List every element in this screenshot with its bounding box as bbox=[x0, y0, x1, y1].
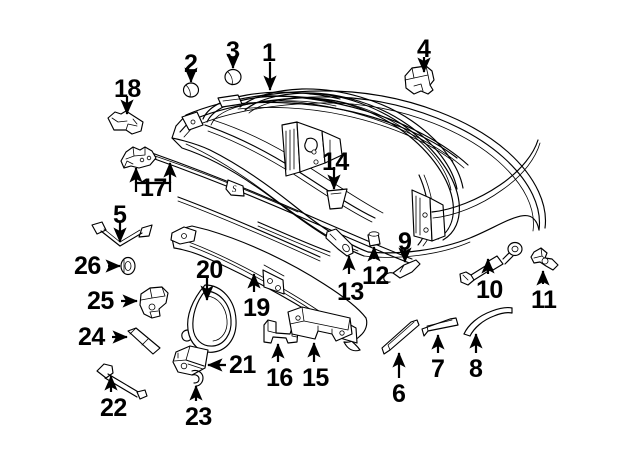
callout-label-3: 3 bbox=[226, 37, 240, 65]
callout-label-26: 26 bbox=[74, 252, 101, 280]
part-15-center-latch-housing bbox=[287, 306, 353, 342]
callout-label-16: 16 bbox=[266, 364, 293, 392]
callout-label-18: 18 bbox=[114, 75, 141, 103]
part-21-pivot-mounting-bracket bbox=[172, 345, 209, 376]
callout-label-5: 5 bbox=[113, 201, 127, 229]
svg-text:S: S bbox=[232, 184, 237, 194]
right-side-pivot-bracket bbox=[411, 174, 446, 247]
callout-label-14: 14 bbox=[322, 148, 349, 176]
part-12-bushing-sleeve bbox=[367, 231, 381, 247]
callout-label-22: 22 bbox=[100, 394, 127, 422]
part-10-gas-strut-rod bbox=[459, 241, 523, 286]
callout-label-4: 4 bbox=[417, 35, 431, 63]
callout-leader-lines bbox=[104, 53, 550, 401]
callout-label-2: 2 bbox=[184, 50, 198, 78]
callout-label-19: 19 bbox=[243, 294, 270, 322]
part-25-hinge-knuckle-bracket bbox=[139, 286, 169, 319]
callout-label-10: 10 bbox=[476, 276, 503, 304]
part-2-grommet-washer bbox=[182, 82, 200, 98]
callout-label-25: 25 bbox=[87, 287, 114, 315]
part-9-pivot-link-arm bbox=[383, 259, 421, 283]
callout-label-15: 15 bbox=[302, 364, 329, 392]
part-18-corner-clip-bracket bbox=[107, 110, 144, 135]
part-24-dowel-pin bbox=[127, 327, 161, 355]
callout-label-17: 17 bbox=[140, 174, 167, 202]
frame-left-end-fitting bbox=[181, 111, 204, 131]
part-6-side-rail-trim-strip bbox=[381, 319, 420, 355]
callout-label-9: 9 bbox=[398, 228, 412, 256]
part-11-pivot-bolt-fastener bbox=[530, 247, 559, 271]
callout-label-7: 7 bbox=[431, 355, 445, 383]
callout-label-11: 11 bbox=[531, 286, 557, 314]
callout-label-1: 1 bbox=[262, 39, 276, 67]
center-gusset-plate bbox=[281, 121, 343, 177]
callout-label-23: 23 bbox=[185, 403, 212, 431]
part-8-curved-rail-trim bbox=[463, 307, 513, 337]
part-4-latch-hook-bracket bbox=[404, 65, 435, 95]
part-17-latch-plate bbox=[120, 146, 157, 169]
callout-label-13: 13 bbox=[337, 278, 364, 306]
part-7-rail-trim-short bbox=[421, 317, 459, 337]
callout-label-21: 21 bbox=[229, 351, 256, 379]
callout-label-6: 6 bbox=[392, 380, 406, 408]
callout-label-8: 8 bbox=[469, 355, 483, 383]
convertible-top-frame-assembly: S bbox=[151, 88, 547, 265]
part-13-end-cap-link bbox=[325, 228, 354, 257]
part-3-grommet-washer bbox=[224, 68, 242, 86]
callout-label-24: 24 bbox=[78, 323, 105, 351]
callout-label-20: 20 bbox=[196, 256, 223, 284]
part-26-bushing-washer bbox=[120, 256, 136, 276]
callout-label-12: 12 bbox=[362, 262, 389, 290]
